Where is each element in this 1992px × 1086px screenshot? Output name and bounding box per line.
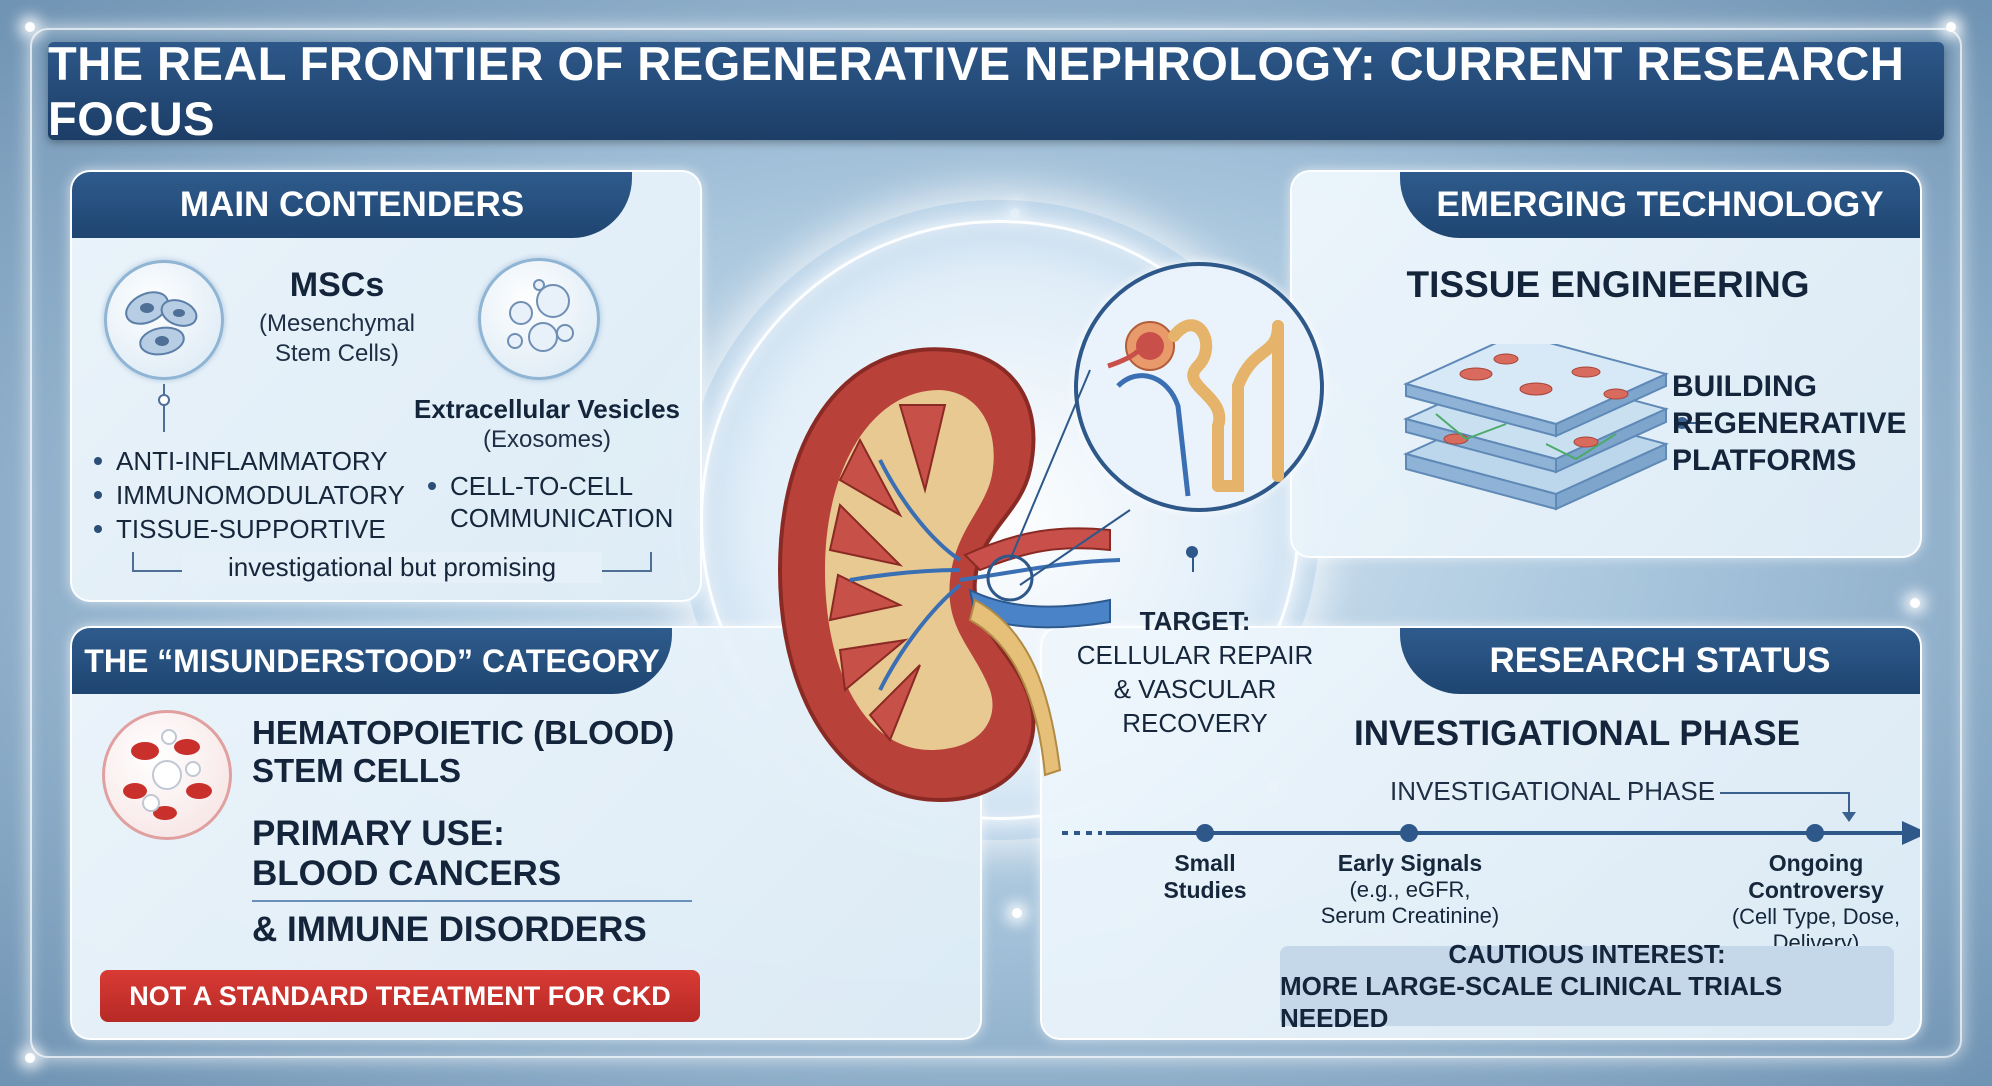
- outer-frame: [30, 28, 1962, 1058]
- connector-dot: [1186, 546, 1198, 558]
- connector-line: [1848, 792, 1850, 816]
- list-item: TISSUE-SUPPORTIVE: [94, 512, 405, 546]
- msc-subtitle-1: (Mesenchymal: [258, 310, 416, 337]
- divider: [252, 900, 692, 902]
- msc-title: MSCs: [289, 266, 385, 304]
- cautious-interest-box: CAUTIOUS INTEREST: MORE LARGE-SCALE CLIN…: [1280, 939, 1894, 1033]
- main-contenders-heading: MAIN CONTENDERS: [72, 172, 632, 238]
- connector-dot: [1676, 417, 1688, 429]
- arrow-down-icon: [1842, 812, 1856, 822]
- hsc-title: HEMATOPOIETIC (BLOOD) STEM CELLS: [252, 714, 675, 789]
- timeline-line: [1106, 831, 1916, 835]
- page-title: THE REAL FRONTIER OF REGENERATIVE NEPHRO…: [48, 37, 1905, 145]
- zoom-connector: [1009, 369, 1131, 586]
- emerging-technology-heading: EMERGING TECHNOLOGY: [1400, 172, 1920, 238]
- timeline-arrow-icon: [1902, 821, 1920, 845]
- connector-line: [1192, 550, 1194, 572]
- timeline-step: Early Signals (e.g., eGFR, Serum Creatin…: [1320, 850, 1500, 928]
- emerging-technology-panel: EMERGING TECHNOLOGY TISSUE ENGINEERING: [1290, 170, 1922, 558]
- investigational-note: investigational but promising: [182, 552, 602, 583]
- ev-title: Extracellular Vesicles: [414, 394, 680, 424]
- research-status-panel: RESEARCH STATUS INVESTIGATIONAL PHASE IN…: [1040, 626, 1922, 1040]
- exosome-vesicles-icon: [478, 258, 600, 380]
- sparkle: [25, 22, 35, 32]
- kidney-illustration: [777, 347, 1121, 803]
- tissue-engineering-title: TISSUE ENGINEERING: [1406, 264, 1810, 305]
- immune-disorders-label: & IMMUNE DISORDERS: [252, 910, 647, 949]
- nephron-zoom-icon: [1074, 262, 1324, 512]
- title-bar: THE REAL FRONTIER OF REGENERATIVE NEPHRO…: [48, 37, 1944, 145]
- investigational-phase-title: INVESTIGATIONAL PHASE: [1354, 714, 1800, 753]
- timeline-dot: [1806, 824, 1824, 842]
- connector-line: [1684, 422, 1710, 424]
- list-item: ANTI-INFLAMMATORY: [94, 444, 405, 478]
- connector-dot: [158, 394, 170, 406]
- sparkle: [1012, 908, 1022, 918]
- timeline-dashes: [1062, 831, 1102, 835]
- blood-cells-icon: [102, 710, 232, 840]
- main-contenders-panel: MAIN CONTENDERS MSCs (Mesenchymal Stem C…: [70, 170, 702, 602]
- connector-line: [163, 384, 165, 432]
- ev-subtitle: (Exosomes): [482, 426, 612, 453]
- sparkle: [25, 1053, 35, 1063]
- scaffold-layers-icon: [1386, 332, 1686, 524]
- msc-subtitle-2: Stem Cells): [274, 340, 400, 367]
- connector-line: [1720, 792, 1850, 794]
- timeline-dot: [1400, 824, 1418, 842]
- target-label: TARGET: CELLULAR REPAIR & VASCULAR RECOV…: [1076, 606, 1314, 738]
- regenerative-platforms-label: BUILDING REGENERATIVE PLATFORMS: [1672, 370, 1907, 477]
- primary-use-label: PRIMARY USE: BLOOD CANCERS: [252, 814, 562, 893]
- msc-cells-icon: [104, 260, 224, 380]
- timeline-step: Ongoing Controversy (Cell Type, Dose, De…: [1731, 850, 1901, 955]
- timeline-step: Small Studies: [1163, 850, 1247, 903]
- sparkle: [1910, 598, 1920, 608]
- misunderstood-heading: THE “MISUNDERSTOOD” CATEGORY: [72, 628, 672, 694]
- sparkle: [1946, 22, 1956, 32]
- research-status-heading: RESEARCH STATUS: [1400, 628, 1920, 694]
- msc-bullet-list: ANTI-INFLAMMATORY IMMUNOMODULATORY TISSU…: [94, 444, 405, 546]
- investigational-phase-label: INVESTIGATIONAL PHASE: [1390, 776, 1716, 806]
- ev-bullet: CELL-TO-CELL COMMUNICATION: [428, 470, 673, 534]
- not-standard-treatment-warning: NOT A STANDARD TREATMENT FOR CKD: [100, 970, 700, 1022]
- list-item: IMMUNOMODULATORY: [94, 478, 405, 512]
- timeline-dot: [1196, 824, 1214, 842]
